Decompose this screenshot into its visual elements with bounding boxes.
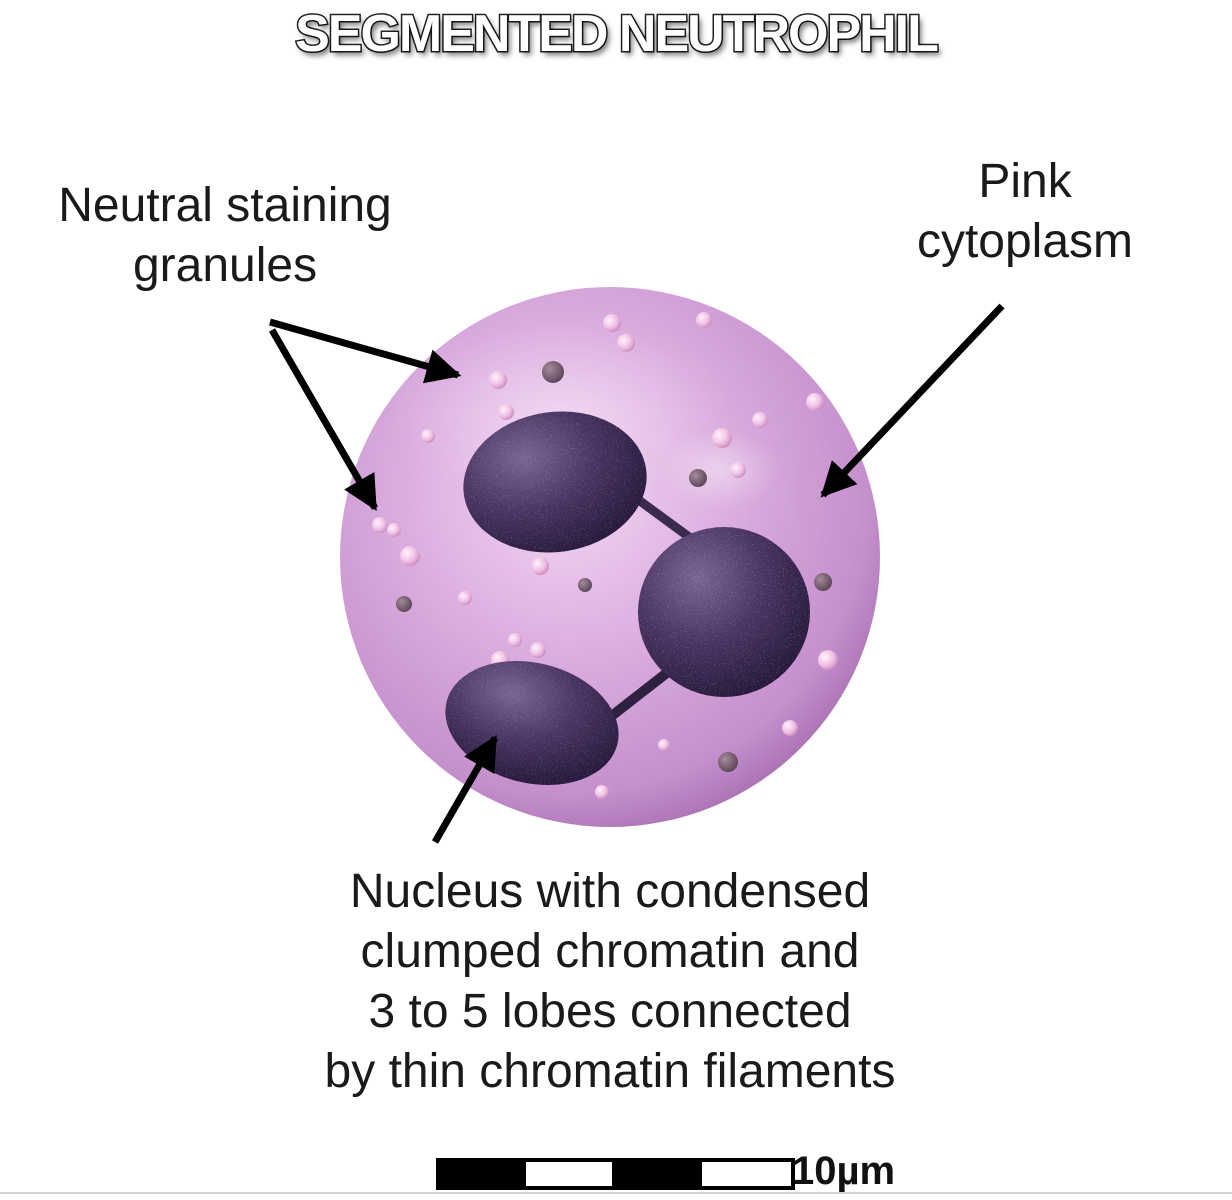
scale-bar bbox=[436, 1158, 795, 1190]
granule bbox=[689, 469, 707, 487]
scale-bar-label: 10µm bbox=[792, 1149, 896, 1193]
granule bbox=[617, 334, 635, 352]
nucleus-lobe-upper bbox=[463, 411, 647, 553]
label-line: Pink bbox=[978, 155, 1072, 208]
arrow-granules-lower bbox=[268, 328, 379, 512]
granule bbox=[531, 557, 549, 575]
label-line: Neutral staining bbox=[58, 179, 392, 232]
granule bbox=[595, 785, 609, 799]
arrow-granules-upper bbox=[269, 318, 462, 384]
granule bbox=[542, 361, 564, 383]
granule bbox=[578, 578, 592, 592]
label-line: granules bbox=[132, 239, 318, 292]
granule bbox=[658, 739, 670, 751]
granule bbox=[818, 650, 838, 670]
granule bbox=[421, 429, 435, 443]
label-line: by thin chromatin filaments bbox=[324, 1045, 896, 1098]
label-line: clumped chromatin and bbox=[360, 925, 860, 978]
granule bbox=[782, 720, 798, 736]
granules bbox=[372, 312, 838, 799]
granule bbox=[696, 312, 712, 328]
nucleus-lobe-right bbox=[638, 527, 810, 697]
granule bbox=[396, 596, 412, 612]
label-pink-cytoplasm: Pink cytoplasm bbox=[890, 152, 1160, 272]
granule bbox=[400, 546, 420, 566]
nucleus bbox=[445, 411, 810, 785]
granule bbox=[752, 412, 768, 428]
bottom-divider bbox=[0, 1192, 1232, 1194]
label-line: cytoplasm bbox=[916, 215, 1134, 268]
label-line: 3 to 5 lobes connected bbox=[368, 985, 852, 1038]
granule bbox=[806, 393, 824, 411]
label-line: Nucleus with condensed bbox=[349, 865, 871, 918]
granule bbox=[730, 462, 746, 478]
granule bbox=[498, 404, 514, 420]
granule bbox=[603, 314, 621, 332]
granule bbox=[458, 591, 472, 605]
granule bbox=[814, 573, 832, 591]
diagram-title: SEGMENTED NEUTROPHIL bbox=[294, 4, 941, 65]
granule bbox=[489, 371, 507, 389]
granule bbox=[387, 523, 401, 537]
granule bbox=[508, 633, 522, 647]
granule bbox=[372, 517, 388, 533]
granule bbox=[530, 642, 546, 658]
granule bbox=[712, 428, 732, 448]
pointer-arrows bbox=[268, 303, 1005, 844]
label-nucleus: Nucleus with condensed clumped chromatin… bbox=[260, 862, 960, 1102]
label-neutral-staining-granules: Neutral staining granules bbox=[20, 176, 430, 296]
arrow-nucleus bbox=[431, 734, 499, 844]
granule bbox=[718, 752, 738, 772]
arrow-cytoplasm bbox=[820, 303, 1005, 498]
